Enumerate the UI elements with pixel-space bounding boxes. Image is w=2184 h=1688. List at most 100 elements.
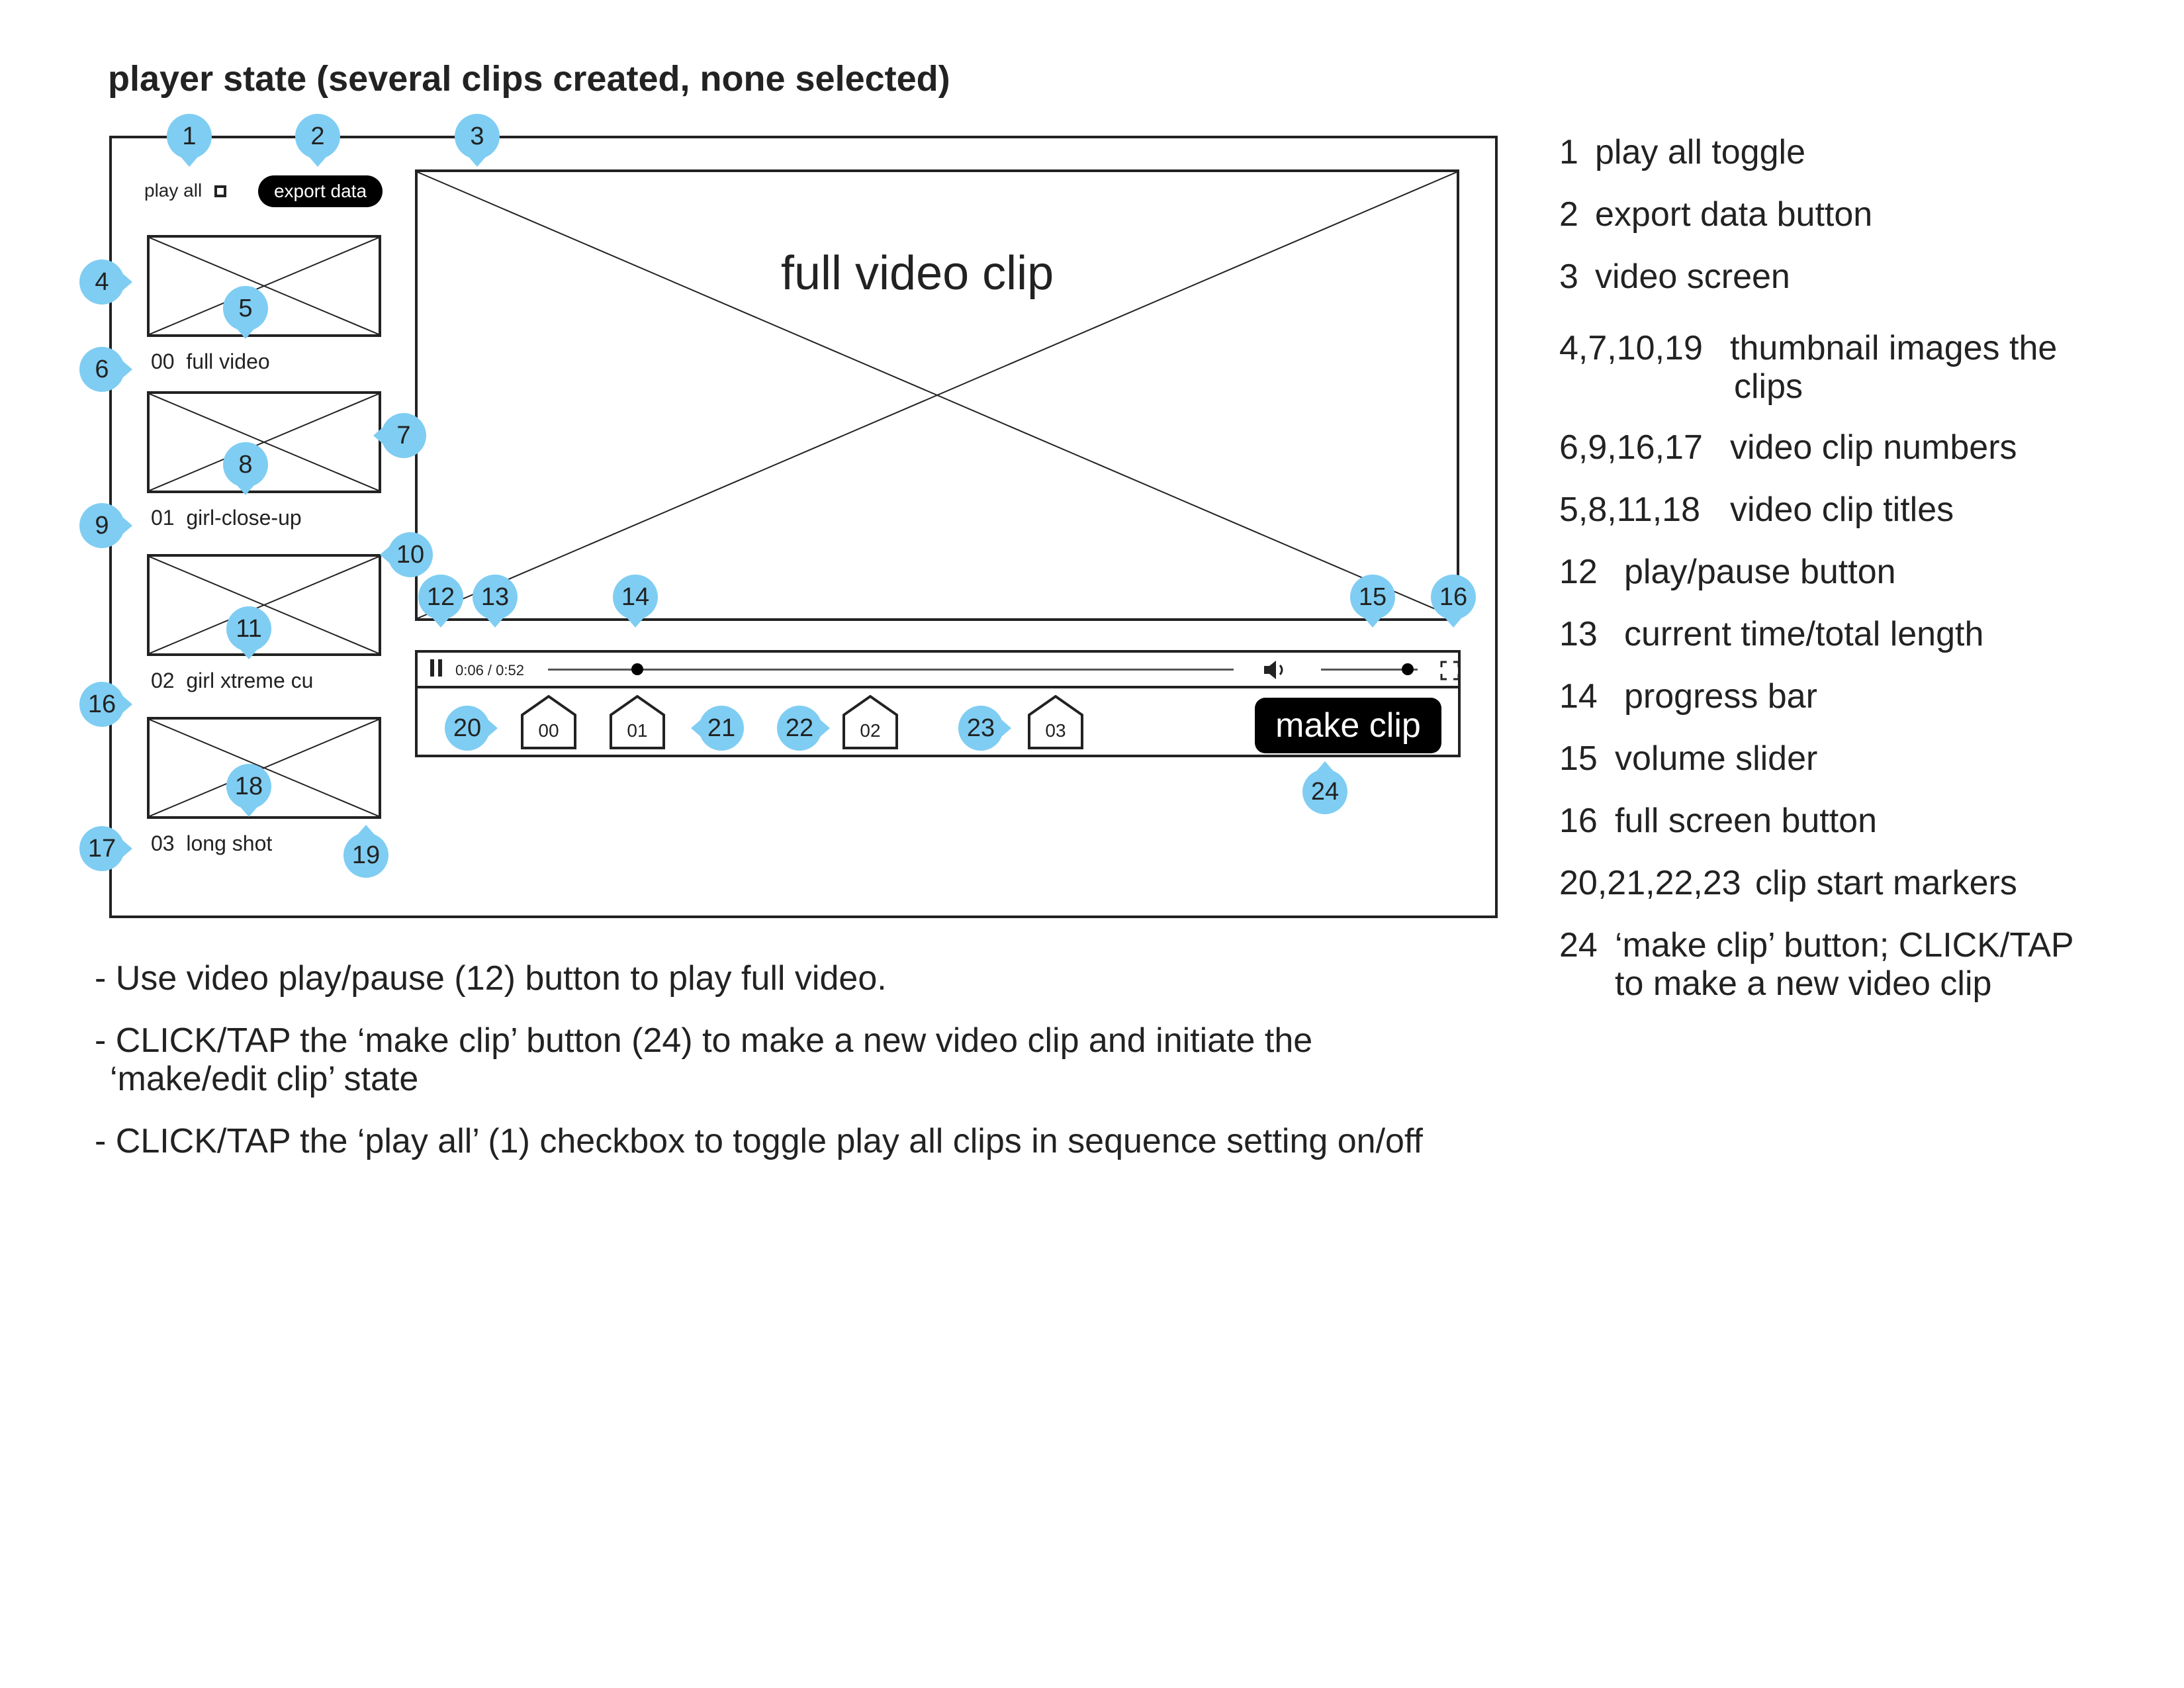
callout-number: 22 [785, 714, 814, 742]
callout-17: 17 [71, 818, 132, 879]
note-3: - CLICK/TAP the ‘play all’ (1) checkbox … [95, 1122, 1423, 1160]
clip-thumbnail-02[interactable] [147, 554, 381, 656]
clip-number: 03 [151, 831, 175, 855]
clip-start-marker-01[interactable]: 01 [610, 695, 665, 749]
controls-divider [415, 686, 1461, 688]
callout-2: 2 [287, 106, 348, 167]
video-screen[interactable] [415, 169, 1459, 621]
callout-number: 20 [453, 714, 482, 742]
clip-title: girl xtreme cu [186, 669, 314, 692]
callout-number: 15 [1358, 583, 1387, 611]
legend-number: 1 [1559, 133, 1578, 171]
callout-number: 8 [238, 451, 253, 479]
marker-label: 02 [860, 720, 881, 741]
clip-item-01[interactable]: 01 girl-close-up [151, 506, 302, 530]
callout-4: 4 [71, 252, 132, 312]
callout-number: 5 [238, 295, 253, 322]
player-controls [415, 650, 1461, 757]
clip-thumbnail-03[interactable] [147, 717, 381, 819]
callout-22: 22 [769, 698, 830, 759]
clip-start-marker-00[interactable]: 00 [521, 695, 576, 749]
legend-number: 14 [1559, 677, 1598, 716]
play-all-checkbox[interactable] [214, 185, 226, 197]
legend-number: 16 [1559, 802, 1598, 840]
legend-number: 2 [1559, 195, 1578, 234]
volume-slider[interactable] [1321, 662, 1418, 678]
callout-number: 7 [396, 422, 411, 449]
clip-thumbnail-01[interactable] [147, 391, 381, 493]
callout-15: 15 [1342, 567, 1403, 628]
export-data-button[interactable]: export data [258, 175, 383, 207]
callout-9: 9 [71, 495, 132, 556]
callout-number: 9 [95, 512, 109, 539]
progress-bar[interactable] [548, 662, 1234, 678]
legend-text: current time/total length [1624, 615, 1984, 653]
clip-title: long shot [186, 831, 273, 855]
legend-text: ‘make clip’ button; CLICK/TAP [1615, 926, 2074, 964]
callout-number: 12 [426, 583, 455, 611]
callout-number: 13 [480, 583, 510, 611]
callout-number: 17 [87, 835, 116, 863]
legend-text: volume slider [1615, 739, 1818, 778]
clip-item-00[interactable]: 00 full video [151, 350, 270, 374]
note-2-continued: ‘make/edit clip’ state [110, 1060, 419, 1098]
legend-text: play all toggle [1595, 133, 1805, 171]
callout-20: 20 [437, 698, 498, 759]
legend-text: thumbnail images the [1730, 329, 2058, 367]
callout-10: 10 [380, 524, 441, 585]
volume-button[interactable] [1263, 658, 1289, 682]
callout-19: 19 [336, 825, 396, 886]
clip-number: 01 [151, 506, 175, 530]
callout-number: 4 [95, 268, 109, 296]
callout-6: 6 [71, 339, 132, 400]
volume-handle[interactable] [1402, 663, 1414, 675]
legend-number: 20,21,22,23 [1559, 864, 1741, 902]
callout-number: 3 [470, 122, 484, 150]
clip-title: girl-close-up [186, 506, 302, 530]
callout-12: 12 [410, 567, 471, 628]
callout-number: 11 [236, 615, 262, 643]
legend-item: 16 full screen button [1559, 801, 2155, 841]
callout-18: 18 [218, 756, 279, 817]
callout-number: 16 [87, 690, 116, 718]
marker-label: 03 [1045, 720, 1066, 741]
legend-text: full screen button [1615, 802, 1878, 840]
progress-handle[interactable] [631, 663, 643, 675]
clip-thumbnail-00[interactable] [147, 235, 381, 337]
callout-23: 23 [950, 698, 1011, 759]
callout-number: 14 [621, 583, 650, 611]
callout-number: 2 [310, 122, 325, 150]
clip-start-marker-02[interactable]: 02 [842, 695, 898, 749]
legend-number: 4,7,10,19 [1559, 329, 1703, 367]
legend-number: 6,9,16,17 [1559, 428, 1703, 467]
play-pause-button[interactable] [430, 659, 450, 679]
note-2: - CLICK/TAP the ‘make clip’ button (24) … [95, 1021, 1313, 1060]
fullscreen-icon [1440, 661, 1460, 680]
play-all-label: play all [144, 180, 203, 201]
callout-number: 10 [396, 541, 425, 569]
legend-item: 14 progress bar [1559, 677, 2155, 716]
clip-item-03[interactable]: 03 long shot [151, 831, 272, 856]
legend-item: 5,8,11,18 video clip titles [1559, 490, 2155, 530]
legend-number: 5,8,11,18 [1559, 491, 1701, 529]
callout-8: 8 [215, 434, 276, 495]
callout-number: 21 [707, 714, 736, 742]
clip-start-marker-03[interactable]: 03 [1028, 695, 1083, 749]
legend-item: 12 play/pause button [1559, 552, 2155, 592]
marker-label: 01 [627, 720, 648, 741]
pause-icon [430, 659, 442, 679]
callout-number: 1 [182, 122, 197, 150]
make-clip-button[interactable]: make clip [1255, 698, 1441, 753]
fullscreen-button[interactable] [1440, 661, 1460, 680]
callout-3: 3 [447, 106, 508, 167]
legend-number: 12 [1559, 553, 1598, 591]
legend-text: video clip titles [1730, 491, 1954, 529]
legend-text: play/pause button [1624, 553, 1896, 591]
legend-number: 3 [1559, 258, 1578, 296]
callout-number: 24 [1310, 778, 1340, 806]
legend-text: progress bar [1624, 677, 1817, 716]
clip-item-02[interactable]: 02 girl xtreme cu [151, 669, 313, 693]
